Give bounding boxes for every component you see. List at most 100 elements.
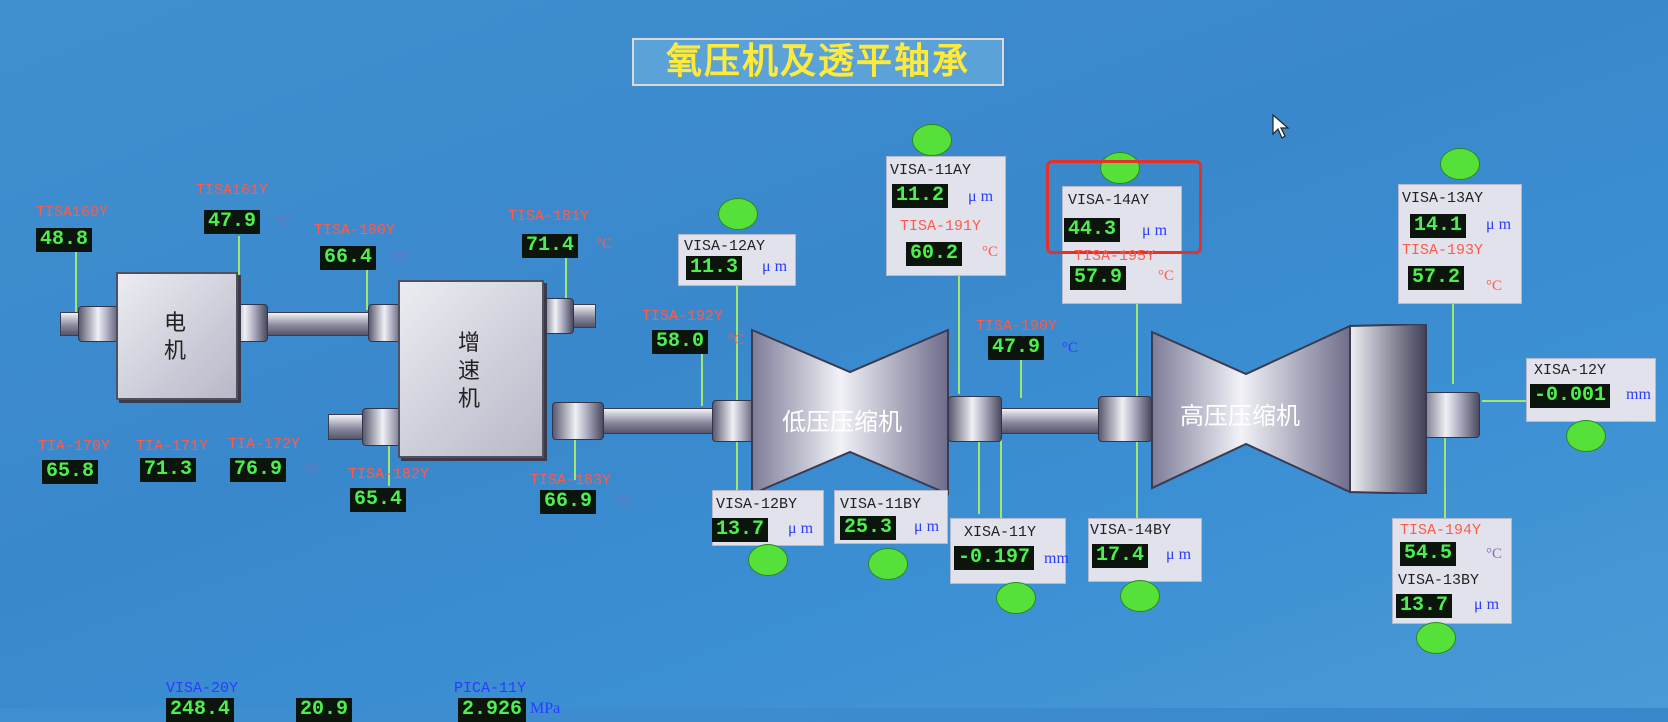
value-tisa-193y: 57.2: [1408, 266, 1465, 290]
value-tisa-194y: 54.5: [1400, 542, 1457, 566]
tag-tisa-194y: TISA-194Y: [1400, 522, 1482, 539]
leader-line: [75, 250, 77, 312]
tag-tia172y: TIA-172Y: [228, 436, 301, 453]
status-indicator-icon: [1120, 580, 1160, 612]
unit-tisa180y: °C: [392, 250, 409, 266]
tag-tisa-191y: TISA-191Y: [900, 218, 982, 235]
tag-tisa-195y: TISA-195Y: [1074, 248, 1156, 265]
value-tisa161y: 47.9: [204, 210, 261, 234]
motor-label: 电 机: [163, 311, 186, 364]
tag-tia171y: TIA-171Y: [136, 438, 209, 455]
value-tisa190y: 47.9: [988, 336, 1045, 360]
status-indicator-icon: [1416, 622, 1456, 654]
leader-line: [1444, 426, 1446, 520]
unit-visa-14ay: μ m: [1142, 222, 1168, 239]
tag-pica-11y: PICA-11Y: [454, 680, 527, 697]
unit-visa-13by: μ m: [1474, 596, 1500, 613]
leader-line: [1482, 400, 1530, 402]
gearbox-label: 增 速 机: [457, 331, 480, 412]
tag-tisa161y: TISA161Y: [196, 182, 269, 199]
leader-line: [574, 438, 576, 480]
tag-tisa182y: TISA-182Y: [348, 466, 430, 483]
unit-tisa181y: °C: [596, 236, 613, 252]
value-visa-13by: 13.7: [1396, 594, 1453, 618]
hp-compressor-label: 高压压缩机: [1180, 402, 1300, 430]
tag-visa-14by: VISA-14BY: [1090, 522, 1172, 539]
bearing-collar: [78, 306, 122, 342]
leader-line: [701, 352, 703, 406]
unit-tisa-195y: °C: [1158, 268, 1175, 284]
unit-visa-11by: μ m: [914, 518, 940, 535]
unit-tisa161y: °C: [276, 214, 293, 230]
leader-line: [1020, 360, 1022, 398]
value-visa-13ay: 14.1: [1410, 214, 1467, 238]
unit-tisa190y: °C: [1062, 340, 1079, 356]
value-visa-12by: 13.7: [712, 518, 769, 542]
status-indicator-icon: [912, 124, 952, 156]
unit-pica-11y: MPa: [530, 700, 561, 717]
gearbox: [398, 280, 544, 458]
mouse-cursor-icon: [1272, 114, 1290, 139]
tag-tisa181y: TISA-181Y: [508, 208, 590, 225]
unit-tisa-194y: °C: [1486, 546, 1503, 562]
value-tisa182y: 65.4: [350, 488, 407, 512]
unit-tisa-193y: °C: [1486, 278, 1503, 294]
status-indicator-icon: [868, 548, 908, 580]
status-indicator-icon: [748, 544, 788, 576]
unit-tia172y: °C: [304, 462, 321, 478]
tag-tisa160y: TISA160Y: [36, 204, 109, 221]
status-indicator-icon: [996, 582, 1036, 614]
value-tisa180y: 66.4: [320, 246, 377, 270]
unit-visa-13ay: μ m: [1486, 216, 1512, 233]
leader-line: [565, 258, 567, 298]
tag-xisa-12y: XISA-12Y: [1534, 362, 1607, 379]
value-visa-12ay: 11.3: [686, 256, 743, 280]
unit-visa-14by: μ m: [1166, 546, 1192, 563]
value-tisa-195y: 57.9: [1070, 266, 1127, 290]
tag-visa-11ay: VISA-11AY: [890, 162, 972, 179]
tag-visa-13ay: VISA-13AY: [1402, 190, 1484, 207]
value-tia170y: 65.8: [42, 460, 99, 484]
value-tia172y: 76.9: [230, 458, 287, 482]
page-title: 氧压机及透平轴承: [632, 38, 1004, 86]
unit-tisa183y: °C: [616, 494, 633, 510]
value-visa-14by: 17.4: [1092, 544, 1149, 568]
tag-visa-13by: VISA-13BY: [1398, 572, 1480, 589]
value-xisa-12y: -0.001: [1530, 384, 1611, 408]
leader-line: [388, 436, 390, 486]
leader-line: [978, 434, 980, 514]
leader-line: [1452, 300, 1454, 384]
tag-tisa192y: TISA-192Y: [642, 308, 724, 325]
value-visa-11by: 25.3: [840, 516, 897, 540]
leader-line: [958, 272, 960, 394]
status-indicator-icon: [1566, 420, 1606, 452]
bearing-collar: [948, 396, 1002, 442]
hp-compressor-shape: [1151, 324, 1427, 494]
unit-tisa192y: °C: [728, 332, 745, 348]
leader-line: [736, 282, 738, 490]
tag-tisa180y: TISA-180Y: [314, 222, 396, 239]
leader-line: [366, 268, 368, 310]
value-tisa183y: 66.9: [540, 490, 597, 514]
tag-tisa190y: TISA-190Y: [976, 318, 1058, 335]
motor: [116, 272, 238, 400]
status-indicator-icon: [1100, 152, 1140, 184]
lp-compressor-label: 低压压缩机: [782, 408, 902, 436]
tag-visa-12ay: VISA-12AY: [684, 238, 766, 255]
value-bottom-2: 20.9: [296, 698, 353, 722]
tag-xisa-11y: XISA-11Y: [964, 524, 1037, 541]
leader-line: [238, 236, 240, 302]
value-visa-14ay: 44.3: [1064, 218, 1121, 242]
leader-line: [1000, 420, 1002, 530]
value-tisa160y: 48.8: [36, 228, 93, 252]
bearing-collar: [540, 298, 574, 334]
unit-xisa-11y: mm: [1044, 550, 1069, 567]
tag-tisa183y: TISA-183Y: [530, 472, 612, 489]
tag-visa-11by: VISA-11BY: [840, 496, 922, 513]
value-visa-11ay: 11.2: [892, 184, 949, 208]
value-visa-20y: 248.4: [166, 698, 235, 722]
tag-tia170y: TIA-170Y: [38, 438, 111, 455]
value-tisa181y: 71.4: [522, 234, 579, 258]
value-tia171y: 71.3: [140, 458, 197, 482]
value-xisa-11y: -0.197: [954, 546, 1035, 570]
